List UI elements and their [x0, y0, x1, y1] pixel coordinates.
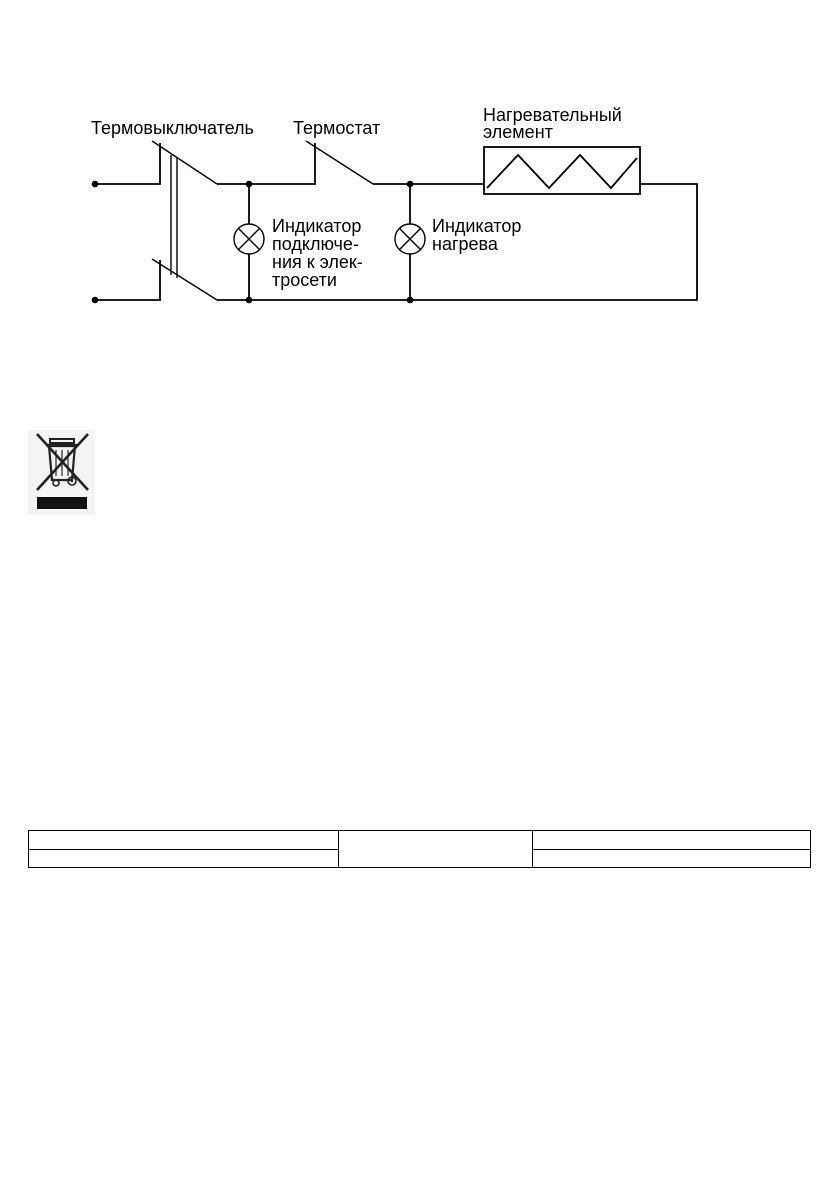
- thermal-switch-label: Термовыключатель: [91, 118, 254, 138]
- heating-element-symbol: [483, 146, 641, 195]
- crossed-out-wheelie-bin-icon: [28, 430, 95, 515]
- table-cell: [28, 830, 339, 850]
- table-cell: [532, 848, 811, 868]
- power-indicator-label-4: тросети: [272, 270, 337, 290]
- heat-indicator-lamp: [394, 184, 426, 300]
- thermostat-label: Термостат: [293, 118, 380, 138]
- heat-indicator-label-1: Индикатор: [432, 216, 521, 236]
- table-row: [28, 830, 811, 868]
- power-indicator-lamp: [233, 184, 265, 300]
- thermostat-symbol: [305, 140, 374, 185]
- power-indicator-label-3: ния к элек-: [272, 252, 363, 272]
- table-cell-merged: [338, 830, 533, 868]
- thermal-switch-symbol: [151, 140, 218, 301]
- heat-indicator-label-2: нагрева: [432, 234, 499, 254]
- return-wire: [217, 183, 698, 301]
- top-rail-left: [217, 143, 316, 185]
- table-cell: [28, 848, 339, 868]
- power-indicator-label-1: Индикатор: [272, 216, 361, 236]
- circuit-diagram: Термовыключатель Термостат Нагревательны…: [91, 105, 698, 304]
- data-table: [28, 830, 811, 868]
- heating-element-label-1: Нагревательный: [483, 105, 622, 125]
- bottom-input-lead: [95, 260, 161, 301]
- power-indicator-label-2: подключе-: [272, 234, 359, 254]
- heating-element-label-2: элемент: [483, 122, 553, 142]
- table-row: [28, 848, 811, 868]
- table-cell: [532, 830, 811, 850]
- top-input-lead: [95, 143, 161, 185]
